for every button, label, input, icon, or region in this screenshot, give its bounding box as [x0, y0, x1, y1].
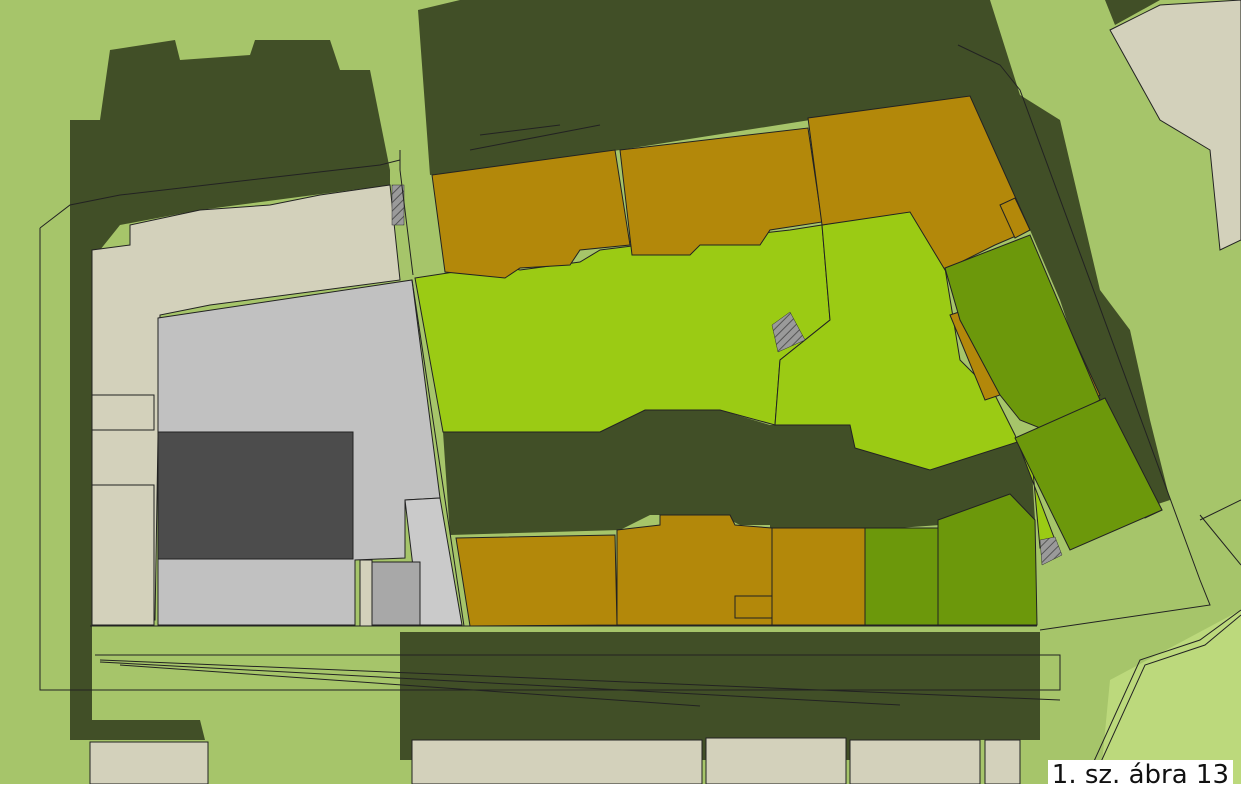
beige-buildings [89, 0, 1241, 784]
site-outlines [39, 44, 1241, 776]
ground-light-patch [1100, 610, 1241, 784]
grey-building [157, 279, 463, 626]
hatched-patches [391, 184, 1063, 566]
figure-caption: 1. sz. ábra 13 [1047, 760, 1233, 790]
orange-buildings [431, 95, 1163, 627]
green-buildings [864, 234, 1163, 626]
